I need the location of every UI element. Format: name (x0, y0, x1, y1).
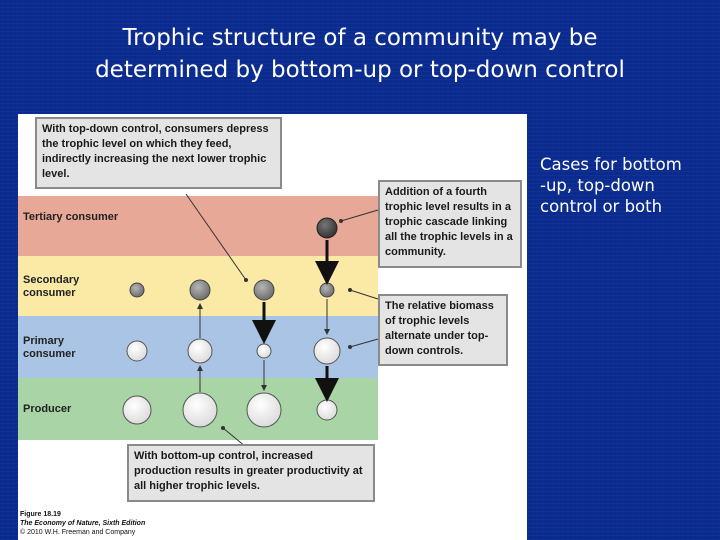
primary-circle-col3 (256, 343, 272, 359)
pointer-alternate-2 (349, 338, 379, 348)
caption-copyright: © 2010 W.H. Freeman and Company (20, 529, 136, 536)
producer-circle-col3 (246, 392, 282, 428)
secondary-circle-col1 (129, 282, 145, 298)
pointer-alternate-2-dot (348, 345, 352, 349)
slide-title-line-2: determined by bottom-up or top-down cont… (95, 57, 625, 83)
pointer-fourth-level-dot (339, 219, 343, 223)
secondary-circle-col2 (189, 279, 211, 301)
pointer-alternate-1 (349, 289, 379, 300)
figure-caption: Figure 18.19 The Economy of Nature, Sixt… (20, 510, 145, 537)
secondary-circle-col3 (253, 279, 275, 301)
slide-title: Trophic structure of a community may be … (0, 22, 720, 86)
pointer-top-down (185, 193, 247, 281)
trophic-figure: Tertiary consumer Secondary consumer Pri… (18, 114, 527, 540)
pointer-top-down-dot (244, 278, 248, 282)
primary-circle-col4 (313, 337, 341, 365)
primary-circle-col1 (126, 340, 148, 362)
band-label-secondary: Secondary consumer (23, 274, 80, 299)
secondary-circle-col4 (319, 282, 335, 298)
callout-bottom-up: With bottom-up control, increased produc… (127, 444, 375, 502)
producer-circle-col4 (316, 399, 338, 421)
callout-fourth-level: Addition of a fourth trophic level resul… (378, 180, 522, 268)
caption-book: The Economy of Nature, Sixth Edition (20, 520, 146, 527)
band-label-producer: Producer (23, 403, 72, 415)
side-note: Cases for bottom -up, top-down control o… (540, 155, 682, 216)
pointer-fourth-level (340, 209, 379, 222)
producer-circle-col2 (182, 392, 218, 428)
pointer-bottom-up (222, 427, 247, 448)
primary-circle-col2 (187, 338, 213, 364)
band-label-primary: Primary consumer (23, 335, 76, 360)
tertiary-circle-col4 (316, 217, 338, 239)
pointer-alternate-1-dot (348, 288, 352, 292)
caption-figure-number: Figure 18.19 (20, 511, 61, 518)
band-label-tertiary: Tertiary consumer (23, 211, 119, 223)
producer-circle-col1 (122, 395, 152, 425)
callout-alternate: The relative biomass of trophic levels a… (378, 294, 508, 366)
callout-top-down: With top-down control, consumers depress… (35, 117, 282, 189)
slide-title-line-1: Trophic structure of a community may be (122, 25, 598, 51)
trophic-diagram (18, 193, 379, 448)
pointer-bottom-up-dot (221, 426, 225, 430)
